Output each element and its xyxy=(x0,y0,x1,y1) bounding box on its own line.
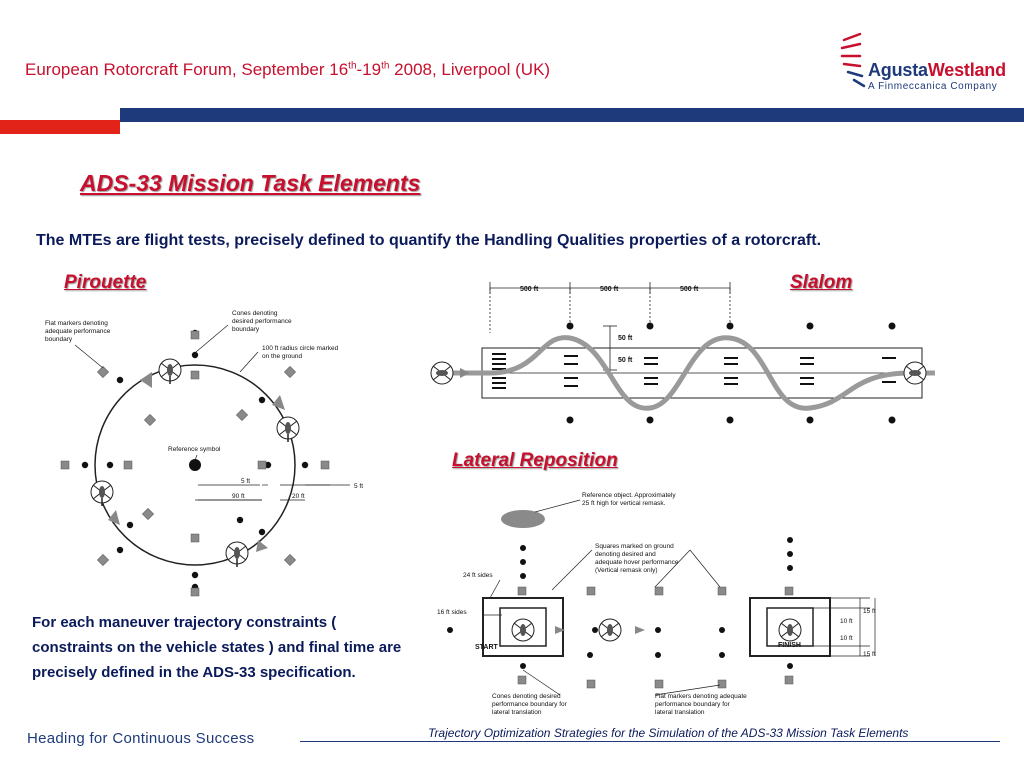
dim-10ft-b: 10 ft xyxy=(840,635,853,642)
section-title-pirouette: Pirouette xyxy=(64,272,147,293)
dim-5ft-a: 5 ft xyxy=(241,478,250,485)
footer-divider xyxy=(300,741,1000,742)
section-title-slalom: Slalom xyxy=(790,272,853,293)
dim-15ft-b: 15 ft xyxy=(863,651,876,658)
dim-50ft-a: 50 ft xyxy=(618,335,633,342)
slide-title: ADS-33 Mission Task Elements xyxy=(80,170,421,196)
logo-swirl-icon xyxy=(840,32,866,88)
reference-object xyxy=(501,510,545,528)
dim-20ft: 20 ft xyxy=(292,493,305,500)
label-squares-3: adequate hover performance xyxy=(595,559,679,566)
label-lateral-cones-2: performance boundary for xyxy=(492,701,568,708)
header-bar-blue xyxy=(120,108,1024,122)
label-flat-markers: Flat markers denoting xyxy=(45,320,108,327)
dim-50ft-b: 50 ft xyxy=(618,357,633,364)
label-reference-object: Reference object. Approximately xyxy=(582,492,676,499)
label-start: START xyxy=(475,644,499,651)
label-reference-symbol: Reference symbol xyxy=(168,446,221,453)
header-title: European Rotorcraft Forum, September 16t… xyxy=(25,60,551,79)
constraints-note: For each maneuver trajectory constraints… xyxy=(32,614,402,681)
dim-90ft: 90 ft xyxy=(232,493,245,500)
dim-500ft-a: 500 ft xyxy=(520,286,539,293)
dim-5ft-b: 5 ft xyxy=(354,483,363,490)
footer-slogan: Heading for Continuous Success xyxy=(27,730,255,747)
section-title-lateral-reposition: Lateral Reposition xyxy=(452,450,618,471)
label-lateral-flat-2: performance boundary for xyxy=(655,701,731,708)
lateral-flat-markers xyxy=(517,586,794,689)
label-lateral-flat-3: lateral translation xyxy=(655,709,705,716)
slalom-cones xyxy=(566,322,896,424)
label-squares: Squares marked on ground xyxy=(595,543,674,550)
label-squares-4: (Vertical remask only) xyxy=(595,567,658,574)
lateral-cones xyxy=(447,537,793,669)
label-cones: Cones denoting xyxy=(232,310,278,317)
label-flat-markers-3: boundary xyxy=(45,336,73,343)
label-circle-2: on the ground xyxy=(262,353,303,360)
slalom-diagram: 500 ft 500 ft 500 ft 50 ft 50 ft xyxy=(430,282,935,424)
label-reference-object-2: 25 ft high for vertical remask. xyxy=(582,500,666,507)
dim-10ft-a: 10 ft xyxy=(840,618,853,625)
label-squares-2: denoting desired and xyxy=(595,551,656,558)
dim-500ft-c: 500 ft xyxy=(680,286,699,293)
footer-paper-title: Trajectory Optimization Strategies for t… xyxy=(428,726,909,740)
label-cones-3: boundary xyxy=(232,326,260,333)
label-circle: 100 ft radius circle marked xyxy=(262,345,339,352)
lateral-reposition-diagram: Reference object. Approximately 25 ft hi… xyxy=(437,492,876,716)
intro-text: The MTEs are flight tests, precisely def… xyxy=(36,232,822,249)
dim-500ft-b: 500 ft xyxy=(600,286,619,293)
label-24ft-sides: 24 ft sides xyxy=(463,572,493,579)
label-lateral-flat: Flat markers denoting adequate xyxy=(655,693,747,700)
label-finish: FINISH xyxy=(778,642,801,649)
dim-15ft-a: 15 ft xyxy=(863,608,876,615)
header-bar-red xyxy=(0,120,120,134)
label-lateral-cones: Cones denoting desired xyxy=(492,693,561,700)
label-lateral-cones-3: lateral translation xyxy=(492,709,542,716)
label-16ft-sides: 16 ft sides xyxy=(437,609,467,616)
logo-subtitle: A Finmeccanica Company xyxy=(868,81,998,92)
logo-name: AgustaWestland xyxy=(868,60,1006,80)
label-flat-markers-2: adequate performance xyxy=(45,328,111,335)
label-cones-2: desired performance xyxy=(232,318,292,325)
